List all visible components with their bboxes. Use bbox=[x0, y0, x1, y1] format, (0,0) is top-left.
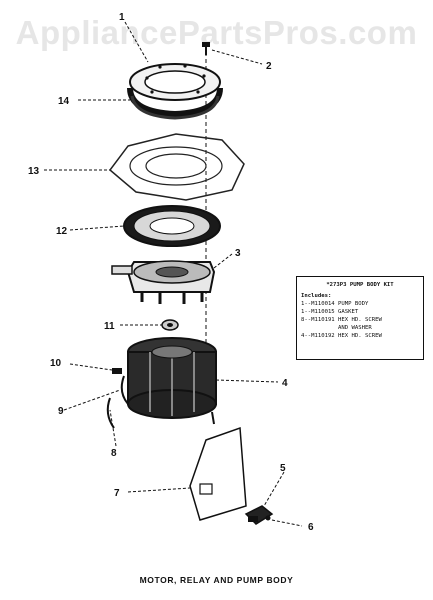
part-8-wire-lead bbox=[106, 397, 115, 429]
callout-label-11: 11 bbox=[104, 321, 115, 332]
callout-label-7: 7 bbox=[114, 488, 120, 499]
callout-12: 12 bbox=[56, 225, 125, 237]
callout-11: 11 bbox=[104, 321, 162, 332]
callout-2: 2 bbox=[211, 49, 272, 72]
part-12-seal-plate bbox=[123, 205, 221, 247]
callout-1: 1 bbox=[119, 12, 149, 63]
callout-label-2: 2 bbox=[266, 61, 272, 72]
callout-label-4: 4 bbox=[282, 378, 288, 389]
callout-label-10: 10 bbox=[50, 358, 62, 369]
part-5-relay bbox=[244, 505, 274, 525]
kit-line: AND WASHER bbox=[301, 325, 372, 331]
callout-label-1: 1 bbox=[119, 12, 125, 23]
callout-label-9: 9 bbox=[58, 406, 64, 417]
part-13-flat-gasket bbox=[108, 133, 245, 201]
callout-5: 5 bbox=[263, 463, 286, 507]
callout-4: 4 bbox=[215, 378, 288, 389]
kit-line: 8--M110191 HEX HD. SCREW bbox=[301, 317, 382, 323]
kit-includes-label: Includes: bbox=[301, 293, 332, 299]
callout-9: 9 bbox=[58, 389, 121, 417]
part-9-wire bbox=[120, 375, 129, 405]
callout-14: 14 bbox=[58, 96, 130, 107]
callout-label-3: 3 bbox=[235, 248, 241, 259]
part-3-pump-body bbox=[111, 260, 216, 304]
part-10-terminal bbox=[112, 368, 122, 374]
callout-label-12: 12 bbox=[56, 226, 68, 237]
part-14-gasket bbox=[127, 87, 223, 120]
callout-label-14: 14 bbox=[58, 96, 70, 107]
kit-title: *273P3 PUMP BODY KIT bbox=[326, 282, 394, 288]
diagram-caption: MOTOR, RELAY AND PUMP BODY bbox=[139, 575, 294, 585]
callout-10: 10 bbox=[50, 358, 113, 371]
part-4-motor bbox=[127, 337, 217, 425]
kit-line: 1--M110014 PUMP BODY bbox=[301, 301, 369, 307]
callout-label-8: 8 bbox=[111, 448, 117, 459]
part-11-seal-nut bbox=[161, 319, 179, 331]
kit-line: 4--M110192 HEX HD. SCREW bbox=[301, 333, 382, 339]
kit-line: 1--M110015 GASKET bbox=[301, 309, 359, 315]
callout-label-5: 5 bbox=[280, 463, 286, 474]
callout-8: 8 bbox=[109, 409, 117, 459]
callout-13: 13 bbox=[28, 166, 110, 177]
part-7-bracket bbox=[189, 426, 247, 521]
part-2-screw bbox=[202, 42, 210, 55]
watermark: AppliancePartsPros.com bbox=[15, 14, 418, 51]
pump-body-kit-box: *273P3 PUMP BODY KIT Includes: 1--M11001… bbox=[296, 276, 424, 360]
callout-label-13: 13 bbox=[28, 166, 40, 177]
callout-6: 6 bbox=[271, 519, 314, 533]
callout-label-6: 6 bbox=[308, 522, 314, 533]
callout-3: 3 bbox=[213, 248, 241, 269]
part-6-screw bbox=[265, 515, 271, 521]
callout-7: 7 bbox=[114, 487, 191, 499]
part-1-top-ring bbox=[129, 63, 221, 101]
